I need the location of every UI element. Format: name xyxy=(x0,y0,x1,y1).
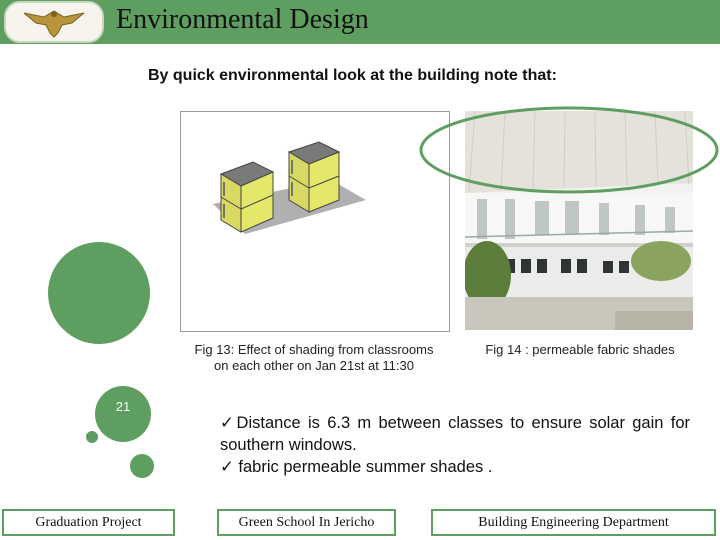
building-photo xyxy=(465,111,693,330)
classroom-block-left xyxy=(219,161,275,233)
figure-13-caption: Fig 13: Effect of shading from classroom… xyxy=(194,342,434,373)
logo xyxy=(4,1,104,43)
eagle-logo-icon xyxy=(6,3,102,41)
title-bar xyxy=(0,0,720,44)
bullet-item: ✓Distance is 6.3 m between classes to en… xyxy=(220,414,690,454)
figure-14-caption: Fig 14 : permeable fabric shades xyxy=(485,342,675,357)
decorative-circle-large xyxy=(48,242,150,344)
footer-left: Graduation Project xyxy=(2,509,175,536)
slide-subtitle: By quick environmental look at the build… xyxy=(148,67,557,84)
bullet-item: ✓ fabric permeable summer shades . xyxy=(220,458,493,476)
decorative-circle-tiny xyxy=(86,431,98,443)
decorative-circle-medium: 21 xyxy=(95,386,151,442)
classroom-block-right xyxy=(287,141,341,213)
footer-center: Green School In Jericho xyxy=(217,509,396,536)
page-number: 21 xyxy=(115,399,131,414)
fabric-shades-photo xyxy=(465,111,693,330)
shading-diagram xyxy=(213,141,366,238)
highlight-ellipse xyxy=(419,106,719,194)
page-title: Environmental Design xyxy=(116,4,369,35)
footer-right: Building Engineering Department xyxy=(431,509,716,536)
body-text: ✓Distance is 6.3 m between classes to en… xyxy=(220,412,690,478)
shading-diagram-figure xyxy=(180,111,450,332)
decorative-circle-small xyxy=(130,454,154,478)
